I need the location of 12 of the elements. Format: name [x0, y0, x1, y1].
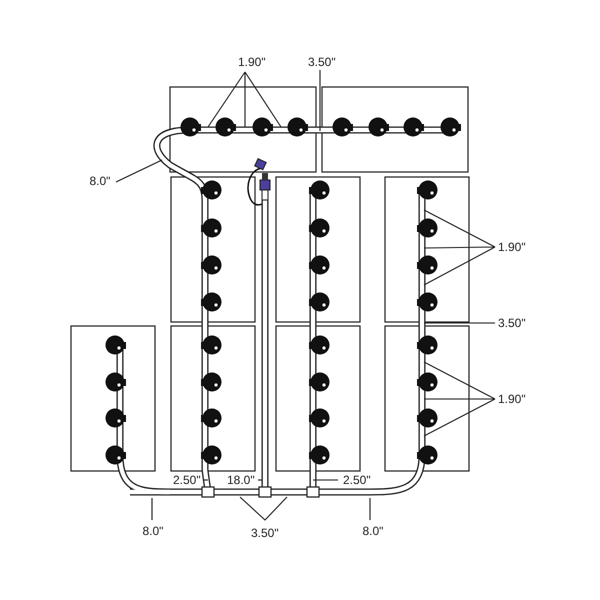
dimension-label: 2.50" — [343, 473, 371, 487]
dimension-label: 8.0" — [142, 524, 164, 538]
dimension-label: 2.50" — [173, 473, 201, 487]
dimension-label: 1.90" — [498, 240, 526, 254]
dimension-label: 8.0" — [90, 174, 110, 188]
dimension-label: 1.90" — [238, 55, 266, 69]
dimension-label: 18.0" — [227, 473, 255, 487]
dimension-label: 3.50" — [308, 55, 336, 69]
dimension-label: 1.90" — [498, 392, 526, 406]
dimension-label: 3.50" — [498, 316, 526, 330]
dimension-label: 3.50" — [251, 526, 279, 540]
dimension-label: 8.0" — [362, 524, 384, 538]
